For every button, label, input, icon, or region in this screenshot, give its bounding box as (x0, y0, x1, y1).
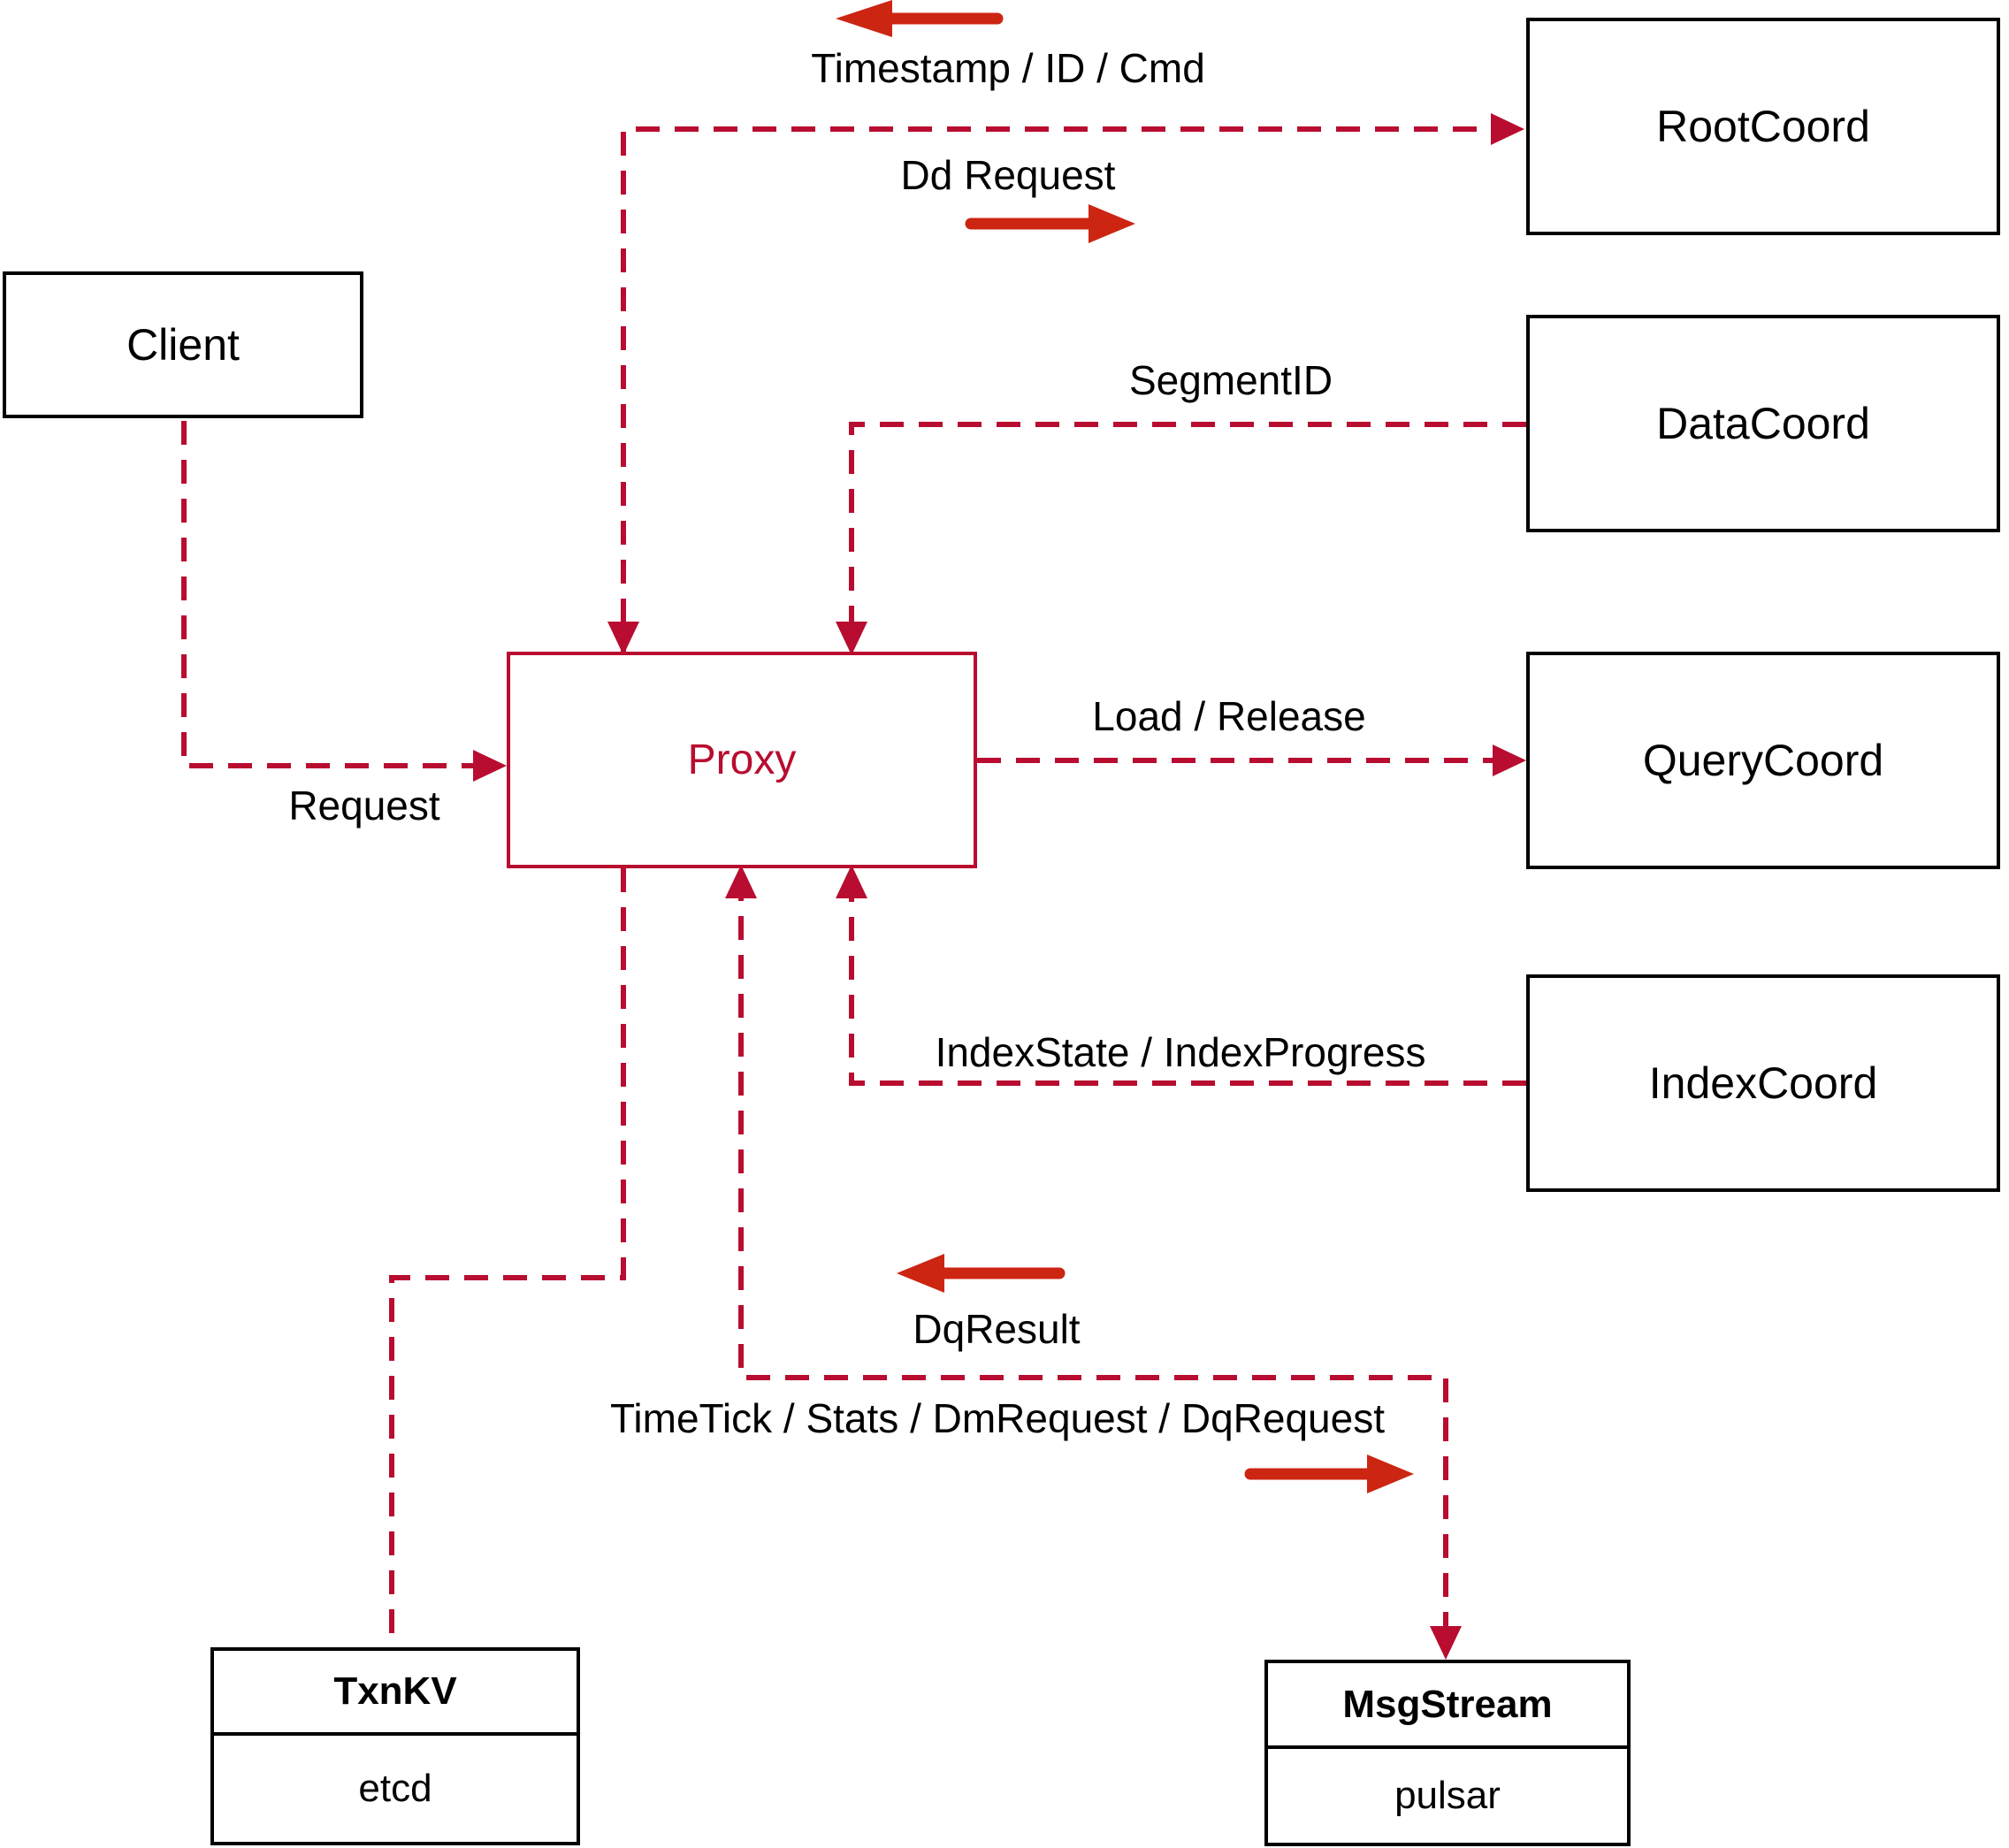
edge-label-request: Request (288, 783, 440, 829)
connector-datacoord-proxy (849, 422, 1526, 645)
edge-label-index-state: IndexState / IndexProgress (935, 1029, 1426, 1075)
node-indexcoord-label: IndexCoord (1648, 1058, 1878, 1108)
arrowhead-into-msgstream (1430, 1626, 1462, 1660)
arrowhead-into-querycoord (1493, 745, 1526, 776)
arrowhead-into-proxy-left (473, 750, 507, 782)
dashed-connectors (181, 126, 1526, 1651)
direction-arrows (882, 12, 1375, 1480)
connector-proxy-msgstream (738, 877, 1448, 1651)
edge-label-dd-request: Dd Request (900, 152, 1116, 198)
edge-label-segment-id: SegmentID (1128, 357, 1333, 403)
node-querycoord-label: QueryCoord (1642, 736, 1884, 785)
edge-label-dq-result: DqResult (913, 1306, 1081, 1352)
dqresult-direction-arrowhead-left (897, 1254, 944, 1293)
edge-label-load-release: Load / Release (1092, 693, 1366, 739)
node-txnkv-subtitle: etcd (358, 1767, 432, 1810)
node-msgstream-subtitle: pulsar (1394, 1774, 1501, 1817)
node-rootcoord-label: RootCoord (1656, 102, 1870, 151)
connector-client-proxy (181, 421, 500, 768)
node-msgstream: MsgStream pulsar (1264, 1660, 1631, 1846)
dd-request-direction-arrowhead-right (1089, 204, 1135, 243)
arrowhead-into-proxy-bottom-right (836, 865, 867, 898)
node-client: Client (3, 271, 363, 418)
node-querycoord: QueryCoord (1526, 652, 2000, 869)
connector-arrowheads (473, 113, 1526, 1660)
connector-proxy-txnkv (389, 868, 626, 1647)
arrowhead-into-proxy-top-right (836, 622, 867, 655)
node-proxy-label: Proxy (687, 737, 797, 783)
node-datacoord-label: DataCoord (1656, 399, 1870, 448)
node-proxy: Proxy (507, 652, 977, 868)
node-datacoord: DataCoord (1526, 315, 2000, 532)
node-rootcoord: RootCoord (1526, 18, 2000, 235)
node-indexcoord: IndexCoord (1526, 974, 2000, 1192)
connector-proxy-rootcoord (621, 126, 1516, 661)
direction-arrowheads (836, 0, 1414, 1493)
edge-label-timestamp: Timestamp / ID / Cmd (811, 45, 1205, 91)
timestamp-direction-arrowhead-left (836, 0, 892, 37)
edge-label-timetick: TimeTick / Stats / DmRequest / DqRequest (610, 1395, 1385, 1441)
node-txnkv-title: TxnKV (214, 1651, 577, 1736)
arrowhead-into-proxy-top-left (607, 622, 639, 655)
arrowhead-into-proxy-bottom-left (725, 865, 757, 898)
node-txnkv: TxnKV etcd (210, 1647, 580, 1845)
timetick-direction-arrowhead-right (1367, 1455, 1414, 1493)
node-client-label: Client (126, 320, 240, 370)
node-msgstream-title: MsgStream (1268, 1663, 1627, 1749)
arrowhead-into-rootcoord (1491, 113, 1524, 145)
connector-indexcoord-proxy (849, 877, 1526, 1086)
